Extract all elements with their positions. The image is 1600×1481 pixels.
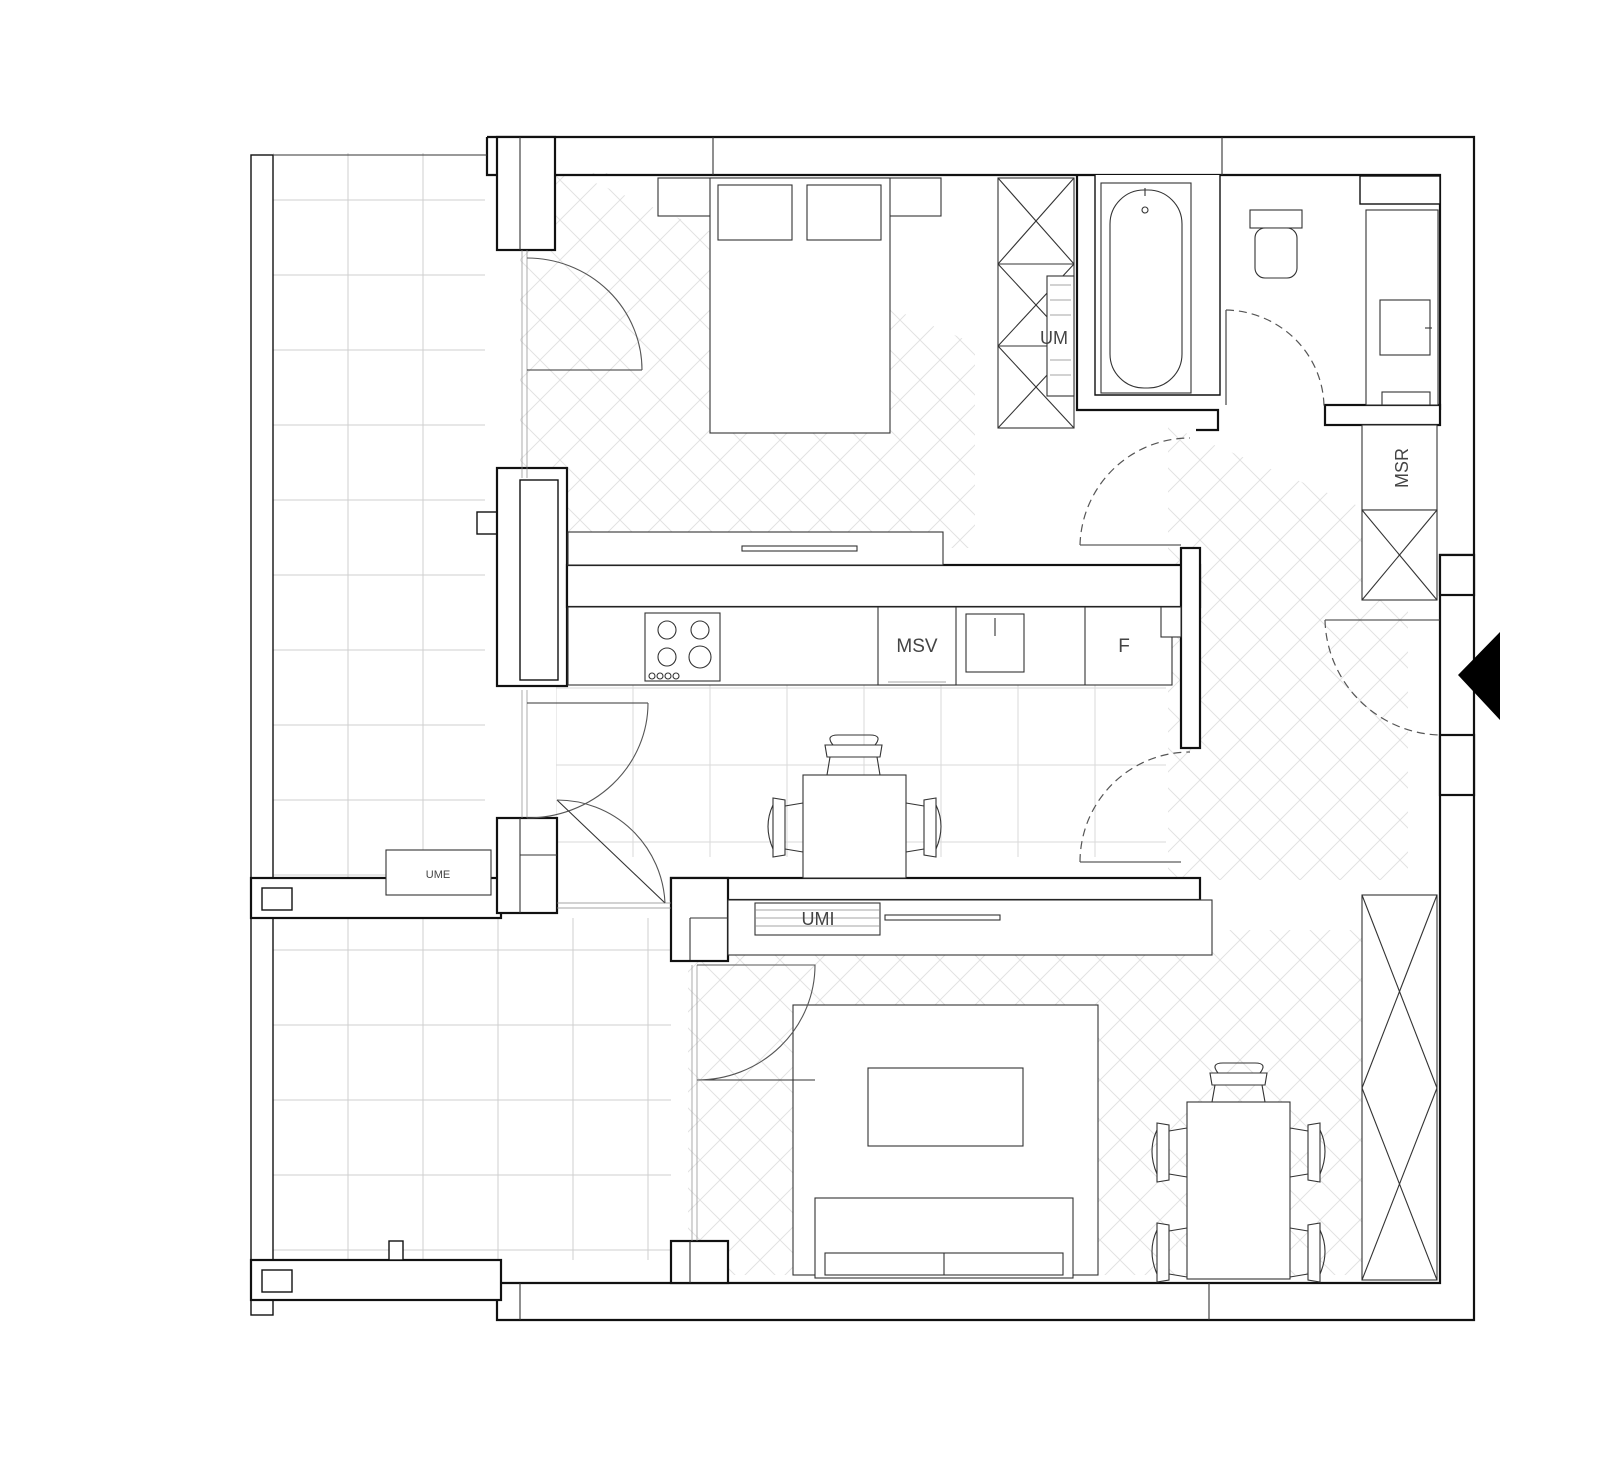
dishwasher	[877, 606, 957, 686]
living-room: UMI	[696, 894, 1438, 1283]
dining-chair-left-1	[1151, 1122, 1188, 1183]
fridge-label: F	[1118, 636, 1130, 657]
pillow-right	[806, 184, 882, 241]
dining-chair-left-2	[1151, 1222, 1188, 1283]
dining-table	[1186, 1101, 1291, 1280]
msr-cabinet	[1361, 424, 1438, 511]
kitchen-chair-left	[767, 797, 804, 858]
entrance-triangle-icon	[1458, 632, 1500, 720]
bathroom	[1100, 182, 1439, 409]
dining-chair-right-2	[1289, 1222, 1326, 1283]
kitchen-chair-right	[905, 797, 942, 858]
umi-unit	[754, 902, 881, 936]
kitchen-table	[802, 774, 907, 879]
kitchen: MSV F	[526, 606, 1182, 904]
wardrobe: UM	[997, 177, 1075, 429]
toilet-bowl	[1254, 227, 1298, 279]
ume-label: UME	[426, 869, 450, 881]
toilet-tank	[1249, 209, 1303, 229]
pillow-left	[717, 184, 793, 241]
living-tv	[884, 914, 1001, 921]
msv-label: MSV	[896, 636, 938, 657]
hallway: MSR	[1079, 424, 1500, 863]
balcony-bottom-floor	[273, 918, 671, 1260]
kitchen-chair-top	[824, 734, 883, 776]
bathtub-basin	[1109, 189, 1183, 389]
coffee-table	[867, 1067, 1024, 1147]
umi-label: UMI	[802, 909, 835, 929]
msr-label: MSR	[1392, 448, 1412, 488]
living-storage	[1361, 894, 1438, 1281]
bedroom-tv	[741, 545, 858, 552]
exterior-walls	[249, 135, 1476, 1322]
dining-chair-right-1	[1289, 1122, 1326, 1183]
dining-chair-top	[1209, 1062, 1268, 1103]
cooktop	[644, 612, 721, 682]
ume-unit	[385, 849, 492, 896]
sink	[1379, 299, 1431, 356]
um-bedroom-label: UM	[1040, 328, 1068, 348]
balcony-top-floor	[273, 153, 485, 878]
bedroom: UM	[526, 177, 1075, 566]
